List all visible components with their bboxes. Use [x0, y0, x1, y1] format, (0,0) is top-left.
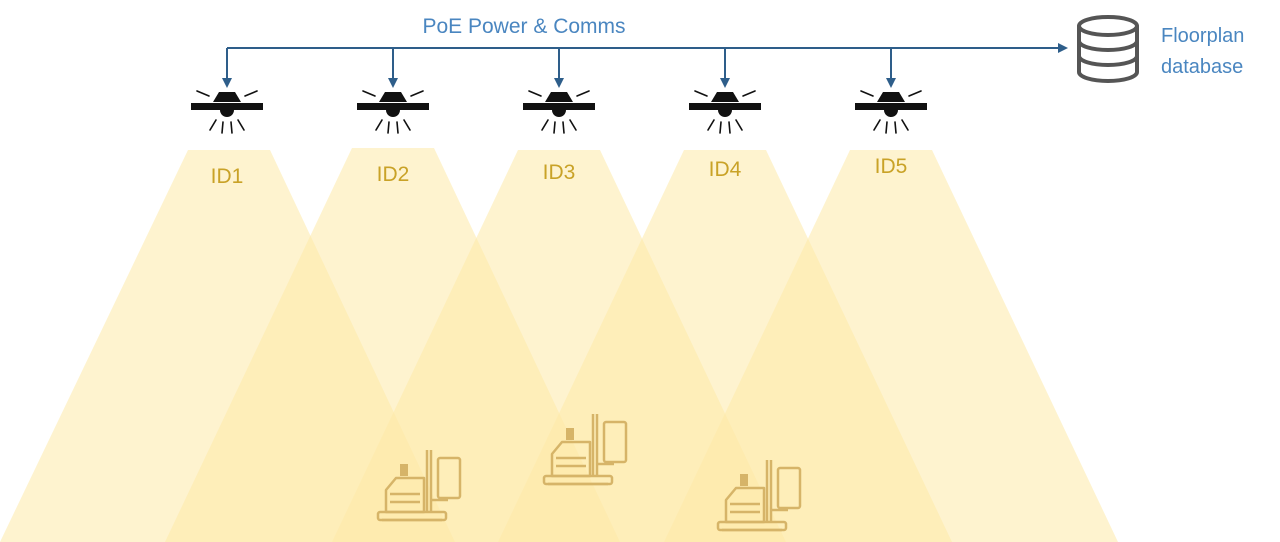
sensor-2: ID2 [357, 90, 429, 186]
ceiling-light-icon [191, 90, 263, 134]
sensor-id-label: ID2 [377, 163, 410, 186]
ceiling-light-icon [357, 90, 429, 134]
machine-1 [376, 450, 462, 522]
beams-layer [0, 148, 1118, 542]
sensor-id-label: ID5 [875, 155, 908, 178]
bus-label: PoE Power & Comms [422, 15, 625, 38]
ceiling-light-icon [855, 90, 927, 134]
sensor-id-label: ID1 [211, 165, 244, 188]
machine-2 [542, 414, 628, 486]
sensor-id-label: ID3 [543, 161, 576, 184]
ceiling-light-icon [523, 90, 595, 134]
sensor-id-label: ID4 [709, 158, 742, 181]
sensor-1: ID1 [191, 90, 263, 188]
sensor-4: ID4 [689, 90, 761, 181]
sensor-5: ID5 [855, 90, 927, 178]
vending-machine-icon [376, 450, 462, 522]
vending-machine-icon [716, 460, 802, 532]
beam-5 [664, 150, 1118, 542]
machine-3 [716, 460, 802, 532]
vending-machine-icon [542, 414, 628, 486]
database-label-line2: database [1161, 56, 1243, 78]
sensor-3: ID3 [523, 90, 595, 184]
poe-bus: PoE Power & Comms [222, 15, 1068, 88]
ceiling-light-icon [689, 90, 761, 134]
database-icon [1077, 15, 1139, 83]
database-label-line1: Floorplan [1161, 25, 1244, 47]
